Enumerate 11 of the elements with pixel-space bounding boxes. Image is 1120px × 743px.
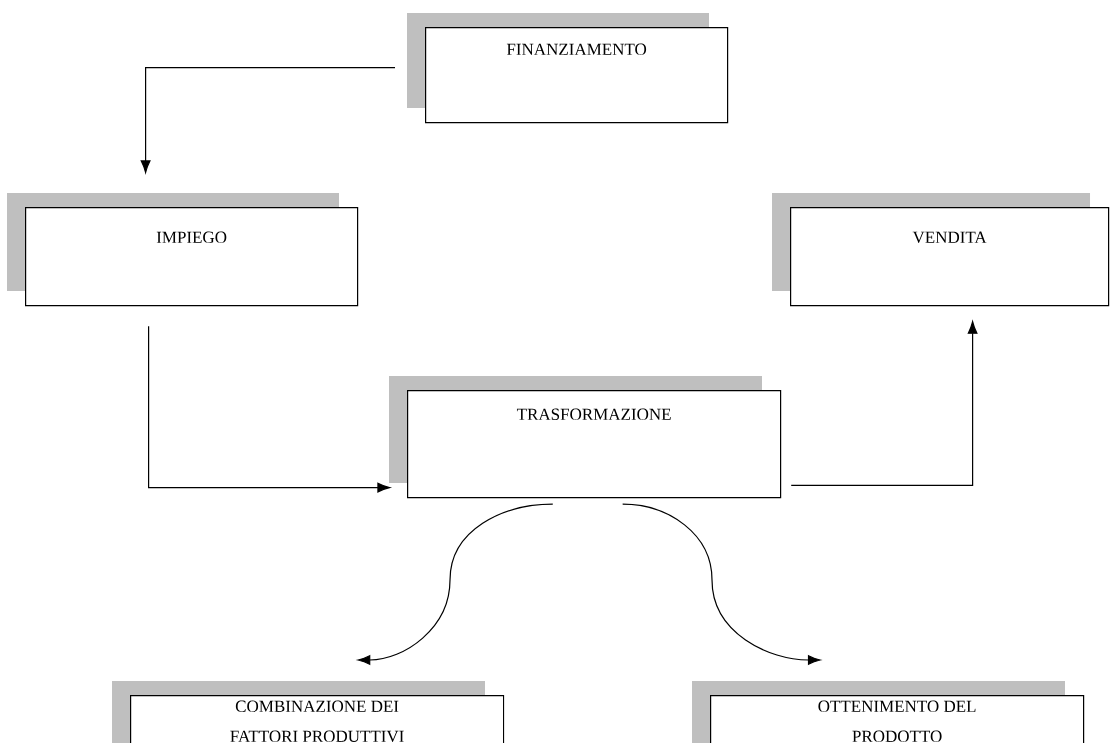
arrow [622, 503, 821, 665]
process-box: FINANZIAMENTO [407, 13, 729, 124]
arrow [148, 325, 391, 493]
arrow [790, 321, 978, 487]
process-box: TRASFORMAZIONE [389, 376, 782, 499]
process-box: VENDITA [772, 193, 1110, 307]
arrow [357, 503, 554, 665]
process-box: COMBINAZIONE DEI FATTORI PRODUTTIVI [112, 681, 505, 743]
process-box: IMPIEGO [7, 193, 359, 307]
process-box: OTTENIMENTO DEL PRODOTTO [692, 681, 1085, 743]
arrow [140, 67, 396, 174]
